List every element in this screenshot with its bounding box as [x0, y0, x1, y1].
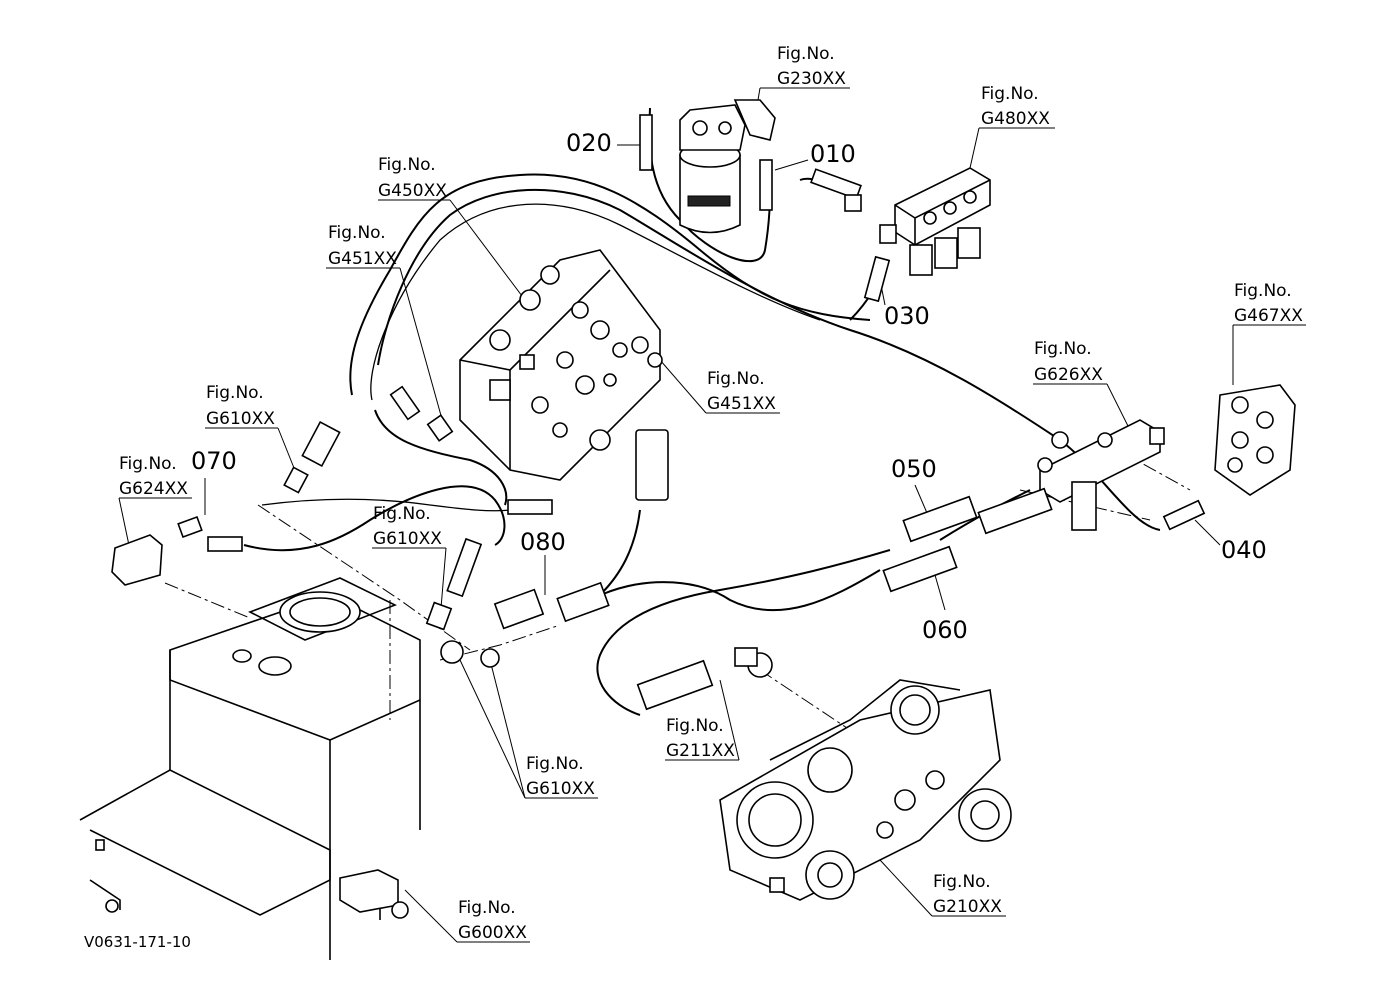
part-number-050: 050 — [891, 455, 937, 483]
center-lines — [164, 229, 1191, 731]
part-number-callouts: 020 010 030 070 050 080 040 060 — [191, 129, 1267, 644]
hydraulic-pump — [719, 679, 1012, 901]
tee-manifold — [1037, 419, 1165, 531]
ref-label-g480-prefix: Fig.No. — [981, 84, 1039, 104]
ref-label-g210: G210XX — [933, 897, 1002, 917]
ref-label-g626: G626XX — [1034, 365, 1103, 385]
ref-label-g610-left: G610XX — [206, 409, 275, 429]
part-number-010: 010 — [810, 140, 856, 168]
ref-label-g450-prefix: Fig.No. — [378, 155, 436, 175]
part-number-020: 020 — [566, 129, 612, 157]
filter-assembly — [639, 99, 776, 234]
ref-label-g451-upper: G451XX — [328, 249, 397, 269]
fittings — [111, 194, 1053, 711]
part-number-030: 030 — [884, 302, 930, 330]
ref-label-g610-lower: G610XX — [526, 779, 595, 799]
part-number-060: 060 — [922, 616, 968, 644]
ref-label-g610-middle: G610XX — [373, 529, 442, 549]
ref-label-g467-prefix: Fig.No. — [1234, 281, 1292, 301]
ref-label-g610-lower-prefix: Fig.No. — [526, 754, 584, 774]
ref-label-g600: G600XX — [458, 923, 527, 943]
ref-label-g480: G480XX — [981, 109, 1050, 129]
ref-label-g451-lower-prefix: Fig.No. — [707, 369, 765, 389]
solenoid-block — [810, 167, 991, 303]
drawing-code: V0631-171-10 — [84, 933, 191, 951]
ref-label-g211-prefix: Fig.No. — [666, 716, 724, 736]
part-number-080: 080 — [520, 528, 566, 556]
ref-label-g230-prefix: Fig.No. — [777, 44, 835, 64]
ref-label-g610-left-prefix: Fig.No. — [206, 383, 264, 403]
ref-label-g211: G211XX — [666, 741, 735, 761]
ref-label-g600-prefix: Fig.No. — [458, 898, 516, 918]
figure-reference-labels: Fig.No. G230XX Fig.No. G480XX Fig.No. G4… — [119, 44, 1303, 943]
ref-label-g451-lower: G451XX — [707, 394, 776, 414]
ref-label-g624: G624XX — [119, 479, 188, 499]
ref-label-g210-prefix: Fig.No. — [933, 872, 991, 892]
ref-label-g624-prefix: Fig.No. — [119, 454, 177, 474]
ref-label-g451-upper-prefix: Fig.No. — [328, 223, 386, 243]
ref-label-g626-prefix: Fig.No. — [1034, 339, 1092, 359]
hydraulic-tank — [79, 577, 421, 960]
ref-label-g467: G467XX — [1234, 306, 1303, 326]
part-number-040: 040 — [1221, 536, 1267, 564]
ref-label-g610-middle-prefix: Fig.No. — [373, 504, 431, 524]
ref-label-g230: G230XX — [777, 69, 846, 89]
ref-label-g450: G450XX — [378, 181, 447, 201]
control-valve — [459, 249, 663, 481]
part-number-070: 070 — [191, 447, 237, 475]
shuttle-valve — [1162, 384, 1296, 531]
